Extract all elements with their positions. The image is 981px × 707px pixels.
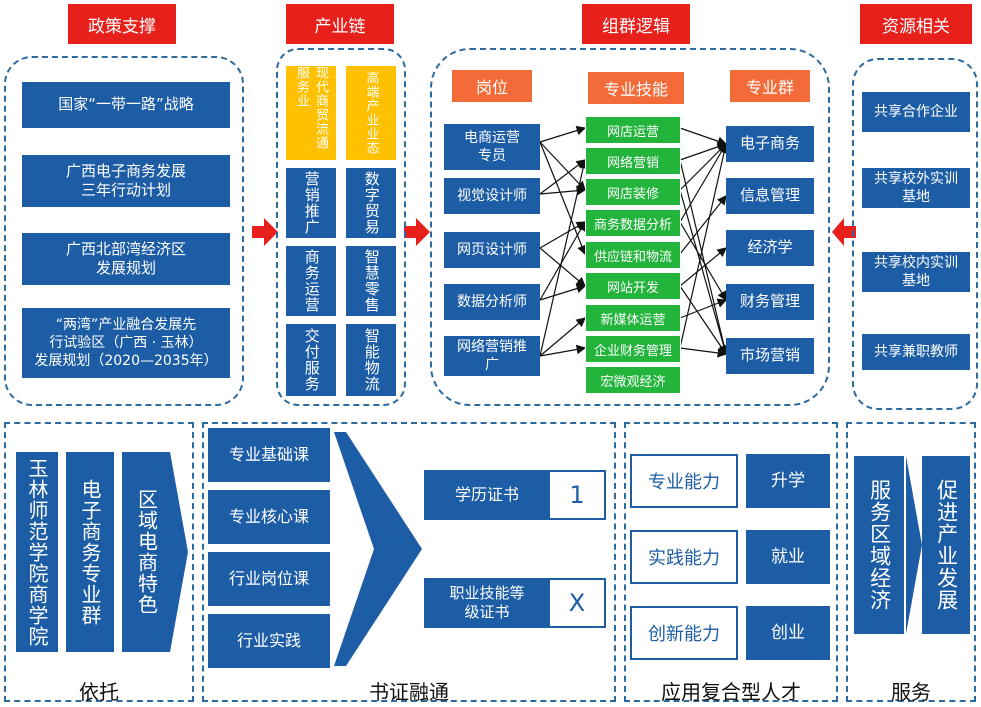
ability-item: 实践能力 bbox=[630, 530, 738, 584]
skill-item: 新媒体运营 bbox=[585, 304, 681, 332]
skill-item: 宏微观经济 bbox=[585, 366, 681, 394]
connection-lines bbox=[539, 125, 729, 358]
rely-col: 区域电商特色 bbox=[134, 489, 159, 615]
skill-item: 网店运营 bbox=[585, 116, 681, 144]
policy-item: “两湾”产业融合发展先 行试验区（广西 · 玉林） 发展规划（2020—2035… bbox=[22, 308, 230, 378]
course-item: 专业基础课 bbox=[208, 428, 330, 482]
cert-panel bbox=[202, 422, 616, 702]
industry-col2-item: 智能物流 bbox=[346, 324, 396, 396]
service-col: 服务区域经济 bbox=[854, 456, 904, 634]
skill-item: 网站开发 bbox=[585, 272, 681, 300]
skills-title: 专业技能 bbox=[588, 72, 684, 104]
skill-item: 商务数据分析 bbox=[585, 209, 681, 237]
skill-item: 网络营销 bbox=[585, 147, 681, 175]
course-item: 行业实践 bbox=[208, 614, 330, 668]
groups-title: 专业群 bbox=[730, 70, 810, 102]
talent-label: 应用复合型人才 bbox=[661, 680, 801, 704]
group-item: 财务管理 bbox=[726, 284, 814, 320]
resource-item: 共享合作企业 bbox=[862, 92, 970, 132]
policy-panel bbox=[4, 56, 244, 406]
service-label: 服务 bbox=[891, 680, 931, 704]
rely-label: 依托 bbox=[79, 680, 119, 704]
position-item: 网络营销推 广 bbox=[444, 336, 540, 376]
skill-item: 供应链和物流 bbox=[585, 241, 681, 269]
resource-item: 共享兼职教师 bbox=[862, 334, 970, 370]
degree-cert: 学历证书 bbox=[424, 470, 550, 520]
header-policy: 政策支撑 bbox=[68, 4, 176, 44]
cert-label: 书证融通 bbox=[369, 680, 449, 704]
outcome-item: 创业 bbox=[746, 606, 830, 660]
rely-arrow-shape bbox=[122, 452, 188, 652]
ability-item: 创新能力 bbox=[630, 606, 738, 660]
position-item: 网页设计师 bbox=[444, 232, 540, 268]
policy-item: 广西北部湾经济区 发展规划 bbox=[22, 233, 230, 285]
rely-col: 电子商务专业群 bbox=[66, 452, 114, 652]
industry-col1-item: 营销推广 bbox=[286, 168, 336, 238]
skill-cert: 职业技能等 级证书 bbox=[424, 578, 550, 628]
header-resources: 资源相关 bbox=[860, 4, 972, 44]
arrow-right-icon bbox=[404, 218, 430, 246]
industry-col1-header: 现代商贸流通服务业 bbox=[286, 66, 336, 160]
group-item: 市场营销 bbox=[726, 338, 814, 374]
outcome-item: 就业 bbox=[746, 530, 830, 584]
rely-col: 玉林师范学院商学院 bbox=[16, 452, 58, 652]
policy-item: 国家“一带一路”战略 bbox=[22, 82, 230, 128]
skill-cert-mark: X bbox=[548, 578, 606, 628]
degree-cert-mark: 1 bbox=[548, 470, 606, 520]
arrow-left-icon bbox=[832, 218, 856, 246]
talent-panel bbox=[624, 422, 838, 702]
resources-panel bbox=[852, 58, 978, 410]
arrow-right-icon bbox=[252, 218, 278, 246]
course-item: 行业岗位课 bbox=[208, 552, 330, 606]
position-item: 视觉设计师 bbox=[444, 178, 540, 214]
course-item: 专业核心课 bbox=[208, 490, 330, 544]
logic-panel bbox=[430, 48, 830, 406]
skill-item: 网店装修 bbox=[585, 178, 681, 206]
header-logic: 组群逻辑 bbox=[582, 4, 690, 44]
industry-panel bbox=[276, 48, 406, 406]
group-item: 电子商务 bbox=[726, 126, 814, 162]
resource-item: 共享校内实训 基地 bbox=[862, 252, 970, 292]
cert-arrow-shape bbox=[334, 432, 422, 666]
group-item: 经济学 bbox=[726, 230, 814, 266]
service-panel bbox=[846, 422, 976, 702]
ability-item: 专业能力 bbox=[630, 454, 738, 508]
position-item: 电商运营 专员 bbox=[444, 124, 540, 170]
industry-col2-header: 高端产业业态 bbox=[346, 66, 396, 160]
service-arrow-shape bbox=[906, 456, 922, 634]
position-item: 数据分析师 bbox=[444, 284, 540, 320]
outcome-item: 升学 bbox=[746, 454, 830, 508]
skill-item: 企业财务管理 bbox=[585, 335, 681, 363]
positions-title: 岗位 bbox=[452, 70, 532, 102]
rely-panel bbox=[4, 422, 194, 702]
policy-item: 广西电子商务发展 三年行动计划 bbox=[22, 155, 230, 207]
service-col: 促进产业发展 bbox=[922, 456, 970, 634]
industry-col1-item: 交付服务 bbox=[286, 324, 336, 396]
industry-col1-item: 商务运营 bbox=[286, 246, 336, 316]
industry-col2-item: 智慧零售 bbox=[346, 246, 396, 316]
header-industry: 产业链 bbox=[286, 4, 394, 44]
group-item: 信息管理 bbox=[726, 178, 814, 214]
resource-item: 共享校外实训 基地 bbox=[862, 168, 970, 208]
industry-col2-item: 数字贸易 bbox=[346, 168, 396, 238]
